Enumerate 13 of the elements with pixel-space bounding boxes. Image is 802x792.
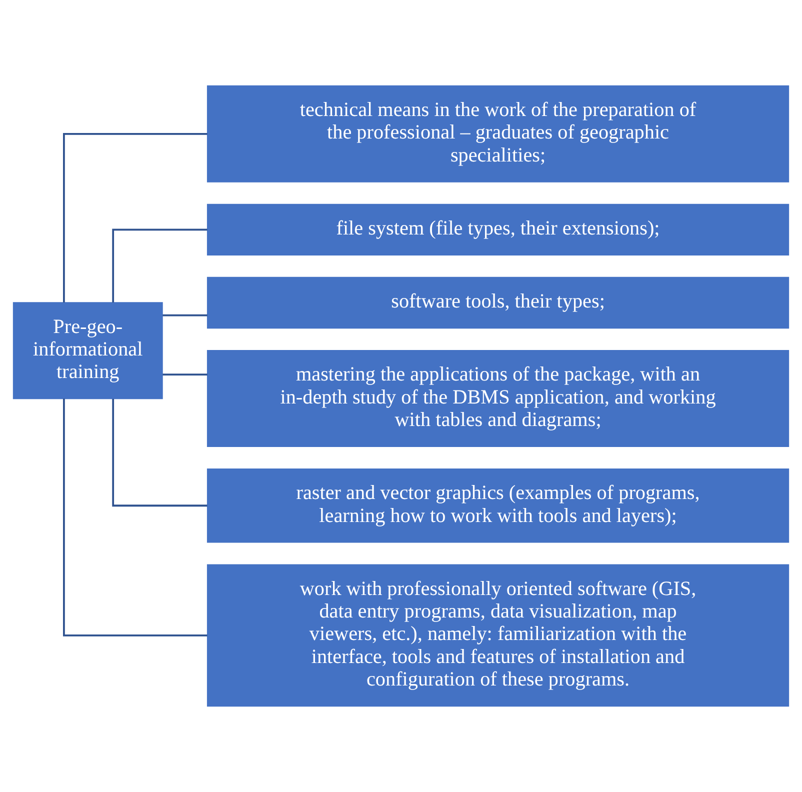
connector (112, 398, 208, 507)
node-box: work with professionally oriented software (GIS, data entry programs, data visualization, map viewers, etc.), namely: familiarization with the interface, tools and features of installation and configuration of these programs. (206, 564, 790, 707)
node-box: raster and vector graphics (examples of programs, learning how to work with tools and layers); (206, 468, 790, 543)
connector (112, 228, 208, 302)
node-box: mastering the applications of the package, with an in-depth study of the DBMS application, and working with tables and diagrams; (206, 350, 790, 448)
connector (63, 398, 208, 636)
node-box: software tools, their types; (206, 276, 790, 329)
connector (63, 132, 208, 303)
node-box: technical means in the work of the preparation of the professional – graduates of geographic specialities; (206, 85, 790, 182)
connector (162, 374, 208, 376)
node-box: file system (file types, their extensions); (206, 204, 790, 256)
node-box: Pre-geo-informational training (12, 302, 163, 400)
connector (162, 314, 208, 316)
